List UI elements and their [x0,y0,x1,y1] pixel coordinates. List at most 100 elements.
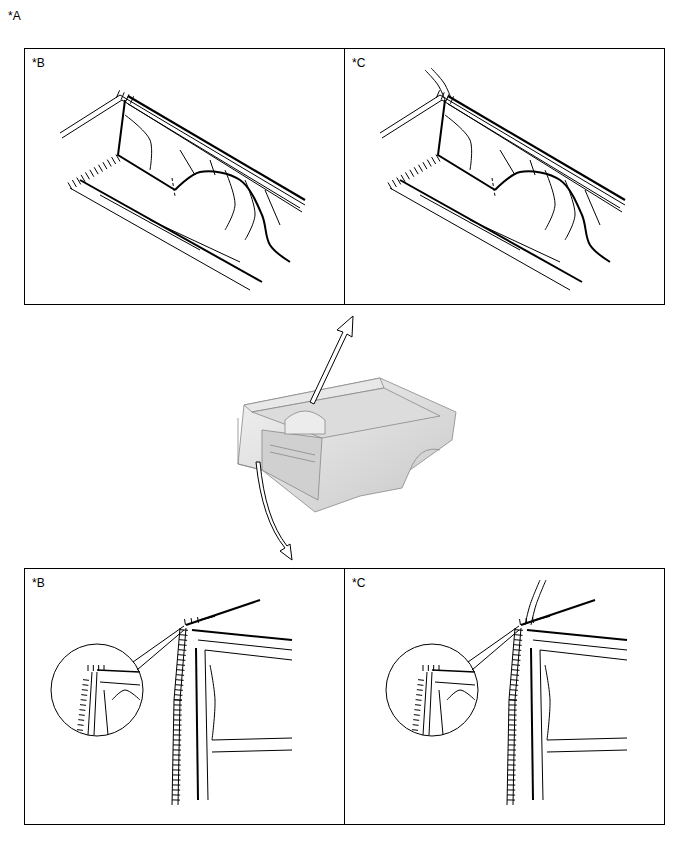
drawing-line [531,648,533,800]
drawing-line [445,115,472,170]
sealer-mark [509,714,517,715]
drawing-line [128,104,300,208]
sealer-mark [178,649,186,651]
truck-bed [238,378,456,512]
sealer-mark [410,170,414,177]
view-label: *C [352,576,365,590]
drawing-line [425,70,445,100]
sealer-mark [414,709,420,711]
drawing-line [545,665,550,740]
drawing-line [513,628,521,805]
sealer-mark [508,749,516,750]
drawing-line [137,630,184,670]
sealer-mark [179,644,187,646]
sealer-mark [104,665,105,671]
sealer-mark [90,170,94,177]
sealer-mark [510,684,518,686]
sealer-mark [81,694,87,696]
pointer-arrow [256,316,353,560]
sealer-mark [88,665,89,671]
drawing-line [104,690,108,735]
drawing-line [225,170,235,230]
sealer-mark [414,167,418,174]
sealer-mark [509,704,517,705]
sealer-mark [172,789,180,790]
sealer-mark [172,799,180,800]
sealer-mark [509,724,517,725]
drawing-line [470,220,560,262]
sealer-mark [174,724,182,725]
sealer-mark [417,689,423,691]
drawing-line [585,190,600,225]
sealer-mark [172,794,180,795]
drawing-line [531,580,546,625]
sealer-mark [412,729,418,731]
drawing-line [448,96,625,200]
sealer-mark [77,729,83,731]
drawing-line [431,68,451,98]
sealer-mark [433,665,434,671]
sealer-mark [514,639,522,641]
drawing-line [535,616,550,620]
sealer-mark [94,167,98,174]
sealer-mark [418,679,424,681]
sealer-mark [173,729,181,730]
sealer-mark [388,183,392,190]
sealer-mark [80,704,86,706]
sealer-mark [82,684,88,686]
sealer-mark [436,90,439,97]
detail-circle [386,644,478,736]
drawing-line [468,626,519,662]
drawing-line [196,648,198,800]
drawing-line [540,650,627,660]
sealer-mark [174,714,182,715]
sealer-mark [510,689,518,691]
sealer-mark [174,709,182,710]
drawing-line [245,180,255,240]
sealer-mark [112,157,116,164]
sealer-mark [511,674,519,676]
drawing-line [133,626,184,662]
sealer-mark [509,694,517,696]
sealer-mark [77,177,81,184]
sealer-mark [173,744,181,745]
sealer-mark [173,759,181,760]
drawing-line [420,195,520,250]
drawing-line [112,690,140,700]
sealer-mark [85,172,89,179]
sealer-mark [446,94,449,101]
sealer-mark [177,664,185,666]
sealer-mark [176,674,184,676]
sealer-mark [177,669,185,671]
sealer-mark [413,719,419,721]
drawing-line [265,190,280,225]
sealer-mark [508,729,516,730]
view-label: *C [352,56,365,70]
drawing-line [429,672,432,735]
drawing-line [200,616,215,620]
sealer-mark [428,665,429,671]
sealer-mark [401,175,405,182]
drawing-line [423,672,427,735]
drawing-line [530,160,535,175]
drawing-line [100,195,200,250]
sealer-mark [72,180,76,187]
drawing-line [382,100,622,212]
sealer-mark [416,699,422,701]
sealer-mark [397,177,401,184]
sealer-mark [509,719,517,720]
sealer-mark [126,94,129,101]
drawing-line [540,650,543,800]
sealer-mark [82,689,88,691]
sealer-mark [173,749,181,750]
sealer-mark [417,684,423,686]
drawing-line [118,100,175,190]
sealer-mark [173,764,181,765]
view-label: *B [32,576,45,590]
sealer-mark [507,779,515,780]
sealer-mark [174,699,182,701]
sealer-mark [519,619,521,625]
sealer-mark [83,679,89,681]
drawing-line [198,640,292,650]
sealer-mark [509,709,517,710]
